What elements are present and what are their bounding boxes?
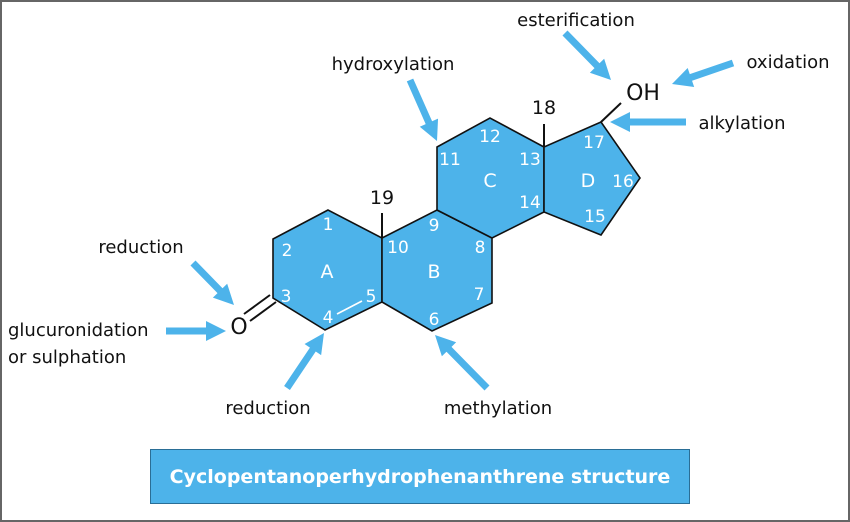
arrow-oxidation	[672, 59, 735, 87]
hydroxyl-label: OH	[626, 81, 660, 106]
carbon-12: 12	[479, 127, 501, 147]
arrow-reduction-c4	[284, 333, 324, 390]
methyl-19-label: 19	[370, 187, 394, 209]
ring-label-d: D	[581, 170, 596, 192]
carbonyl-bond-2	[249, 301, 277, 322]
reaction-arrows	[166, 30, 735, 391]
arrow-glucuronidation	[166, 321, 226, 341]
c4-c5-double-bond	[336, 300, 363, 315]
label-sulphation: or sulphation	[8, 347, 126, 368]
carbon-1: 1	[323, 215, 334, 235]
label-methylation: methylation	[444, 398, 552, 419]
label-oxidation: oxidation	[746, 52, 829, 73]
label-hydroxylation: hydroxylation	[332, 54, 455, 75]
hydroxyl-bond	[600, 102, 622, 123]
structure-title-box: Cyclopentanoperhydrophenanthrene structu…	[150, 449, 690, 504]
carbon-13: 13	[519, 150, 541, 170]
carbon-2: 2	[282, 241, 293, 261]
carbon-14: 14	[519, 193, 541, 213]
methyl-18-label: 18	[532, 97, 556, 119]
ring-label-c: C	[483, 170, 496, 192]
steroid-rings	[272, 117, 641, 332]
label-reduction-ketone: reduction	[98, 237, 183, 258]
carbon-16: 16	[612, 172, 634, 192]
arrow-methylation	[435, 335, 490, 391]
arrow-esterification	[562, 30, 611, 80]
label-reduction-c4: reduction	[225, 398, 310, 419]
arrow-hydroxylation	[406, 78, 439, 141]
carbonyl-bond-1	[243, 294, 271, 315]
arrow-alkylation	[610, 112, 686, 132]
ring-d	[543, 121, 641, 236]
ring-label-a: A	[321, 261, 334, 283]
carbon-11: 11	[439, 150, 461, 170]
label-esterification: esterification	[517, 10, 635, 31]
bonds	[243, 102, 622, 322]
carbon-8: 8	[475, 238, 486, 258]
label-alkylation: alkylation	[699, 113, 786, 134]
carbon-10: 10	[387, 238, 409, 258]
carbon-5: 5	[366, 287, 377, 307]
carbon-9: 9	[429, 216, 440, 236]
ring-label-b: B	[427, 261, 440, 283]
oxygen-label: O	[230, 315, 247, 340]
carbon-17: 17	[583, 133, 605, 153]
carbon-15: 15	[584, 207, 606, 227]
arrow-reduction-ketone	[190, 260, 234, 305]
carbon-7: 7	[474, 285, 485, 305]
label-glucuronidation: glucuronidation	[8, 320, 149, 341]
carbon-4: 4	[323, 308, 334, 328]
structure-title: Cyclopentanoperhydrophenanthrene structu…	[169, 465, 671, 488]
carbon-3: 3	[281, 287, 292, 307]
carbon-6: 6	[429, 310, 440, 330]
